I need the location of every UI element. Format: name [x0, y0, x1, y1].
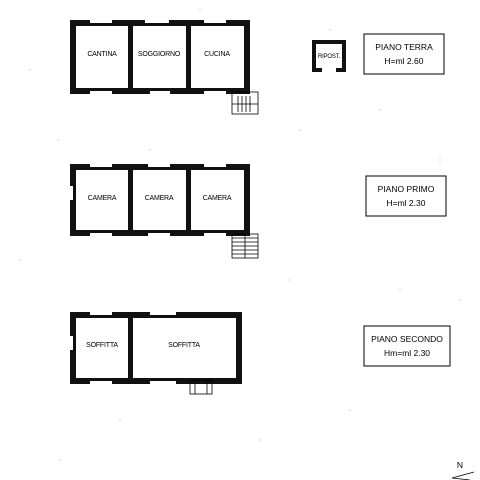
- room-camera-3: [191, 170, 244, 230]
- floor-plan-first: CAMERA CAMERA CAMERA: [70, 164, 259, 259]
- annex-ripostiglio: RIPOST.: [312, 40, 346, 72]
- floor-plan-second: SOFFITTA SOFFITTA: [70, 312, 242, 395]
- hatch-second: [189, 379, 213, 395]
- room-label-soffitta-1: SOFFITTA: [86, 342, 118, 349]
- floor-plan-ground: CANTINA SOGGIORNO CUCINA RIPOST.: [70, 20, 346, 115]
- room-cantina: [76, 26, 128, 88]
- floor-title-second: PIANO SECONDO Hm=ml 2.30: [363, 325, 451, 367]
- stair-ground: [231, 91, 259, 115]
- scan-noise: [19, 9, 461, 461]
- floor-title: PIANO SECONDO: [371, 334, 443, 344]
- room-camera-2: [133, 170, 186, 230]
- room-cucina: [191, 26, 244, 88]
- floor-title-first: PIANO PRIMO H=ml 2.30: [365, 175, 447, 217]
- room-label-soggiorno: SOGGIORNO: [138, 51, 181, 58]
- floor-height: H=ml 2.60: [385, 56, 424, 66]
- room-label-cucina: CUCINA: [204, 51, 230, 58]
- room-soffitta-1: [76, 318, 128, 378]
- room-label-cantina: CANTINA: [87, 51, 117, 58]
- north-label: N: [457, 460, 463, 470]
- room-label-soffitta-2: SOFFITTA: [168, 342, 200, 349]
- room-label-camera-3: CAMERA: [203, 195, 232, 202]
- floor-title: PIANO TERRA: [375, 42, 433, 52]
- room-soggiorno: [133, 26, 186, 88]
- annex-label: RIPOST.: [318, 54, 340, 60]
- room-camera-1: [76, 170, 128, 230]
- room-soffitta-2: [133, 318, 236, 378]
- room-label-camera-2: CAMERA: [145, 195, 174, 202]
- floor-height: H=ml 2.30: [387, 198, 426, 208]
- floor-title-ground: PIANO TERRA H=ml 2.60: [363, 33, 445, 75]
- floor-height: Hm=ml 2.30: [384, 348, 430, 358]
- stair-first: [231, 233, 259, 259]
- room-label-camera-1: CAMERA: [88, 195, 117, 202]
- north-arrow: N: [451, 460, 475, 480]
- floor-title: PIANO PRIMO: [378, 184, 435, 194]
